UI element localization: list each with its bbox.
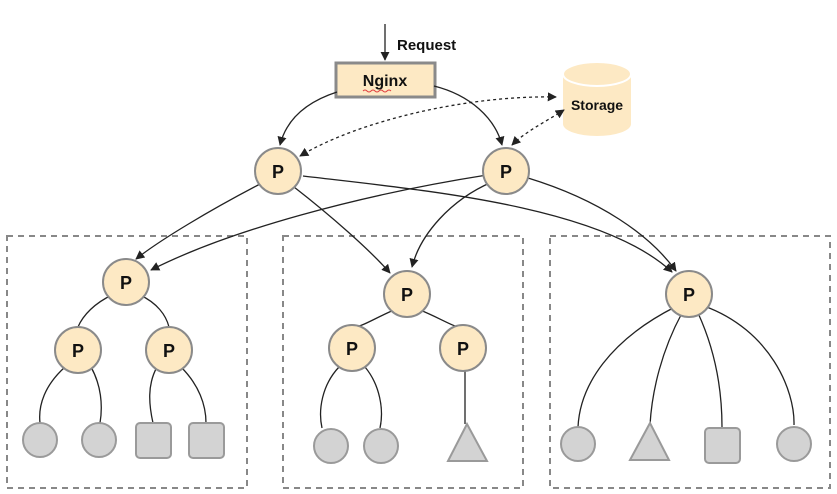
leaf-square bbox=[135, 422, 172, 459]
process-node-top-left: P bbox=[254, 147, 302, 195]
edge-g1-root-c2 bbox=[139, 294, 170, 328]
edge-pr-g2 bbox=[409, 181, 493, 268]
request-label: Request bbox=[397, 37, 456, 54]
process-label: P bbox=[457, 339, 469, 359]
leaf-circle bbox=[776, 426, 812, 462]
edge-g2-c1-l1 bbox=[319, 366, 340, 429]
process-node-g1-child-2: P bbox=[145, 326, 193, 374]
edge-g3-root-l2 bbox=[649, 312, 683, 426]
spellcheck-squiggle bbox=[362, 89, 392, 93]
process-node-g1-root: P bbox=[102, 258, 150, 306]
storage-icon bbox=[562, 61, 632, 136]
leaf-circle bbox=[560, 426, 596, 462]
edge-g2-c1-l2 bbox=[364, 366, 383, 429]
edge-g1-c2-l1 bbox=[149, 366, 158, 424]
edge-g1-c1-l2 bbox=[90, 366, 102, 424]
edge-nginx-p-left bbox=[277, 91, 338, 146]
edge-g2-root-c1 bbox=[352, 309, 395, 328]
storage-label: Storage bbox=[571, 97, 623, 113]
process-label: P bbox=[272, 162, 284, 182]
process-label: P bbox=[346, 339, 358, 359]
leaf-circle bbox=[22, 422, 58, 458]
leaf-square bbox=[188, 422, 225, 459]
edge-g1-c2-l2 bbox=[180, 366, 207, 424]
edge-g3-root-l1 bbox=[577, 306, 676, 428]
leaf-circle bbox=[81, 422, 117, 458]
process-label: P bbox=[120, 273, 132, 293]
process-node-top-right: P bbox=[482, 147, 530, 195]
edge-pr-g1 bbox=[150, 174, 488, 271]
edge-g1-root-c1 bbox=[77, 294, 113, 328]
edge-pl-g3 bbox=[302, 175, 673, 273]
edge-storage-p-left bbox=[299, 92, 557, 157]
edge-pr-g3 bbox=[527, 177, 677, 272]
leaf-triangle bbox=[446, 421, 489, 462]
group-box-1 bbox=[6, 235, 248, 489]
process-node-g2-child-2: P bbox=[439, 324, 487, 372]
edge-nginx-p-right bbox=[433, 85, 505, 146]
process-node-g3-root: P bbox=[665, 270, 713, 318]
edge-pl-g2 bbox=[293, 186, 391, 274]
nginx-box bbox=[334, 61, 437, 99]
nginx-label: Nginx bbox=[363, 73, 408, 90]
leaf-circle bbox=[313, 428, 349, 464]
process-label: P bbox=[163, 341, 175, 361]
process-node-g1-child-1: P bbox=[54, 326, 102, 374]
process-label: P bbox=[401, 285, 413, 305]
edge-g2-root-c2 bbox=[419, 309, 462, 328]
edge-pl-g1 bbox=[135, 182, 263, 260]
process-label: P bbox=[72, 341, 84, 361]
edge-storage-p-right bbox=[511, 109, 565, 146]
process-node-g2-child-1: P bbox=[328, 324, 376, 372]
process-label: P bbox=[683, 285, 695, 305]
leaf-square bbox=[704, 427, 741, 464]
process-label: P bbox=[500, 162, 512, 182]
leaf-triangle bbox=[628, 420, 671, 461]
edge-g3-root-l3 bbox=[697, 312, 723, 428]
process-node-g2-root: P bbox=[383, 270, 431, 318]
group-box-2 bbox=[282, 235, 524, 489]
edge-g1-c1-l1 bbox=[39, 366, 66, 424]
group-box-3 bbox=[549, 235, 831, 489]
leaf-circle bbox=[363, 428, 399, 464]
edge-g3-root-l4 bbox=[703, 305, 795, 426]
